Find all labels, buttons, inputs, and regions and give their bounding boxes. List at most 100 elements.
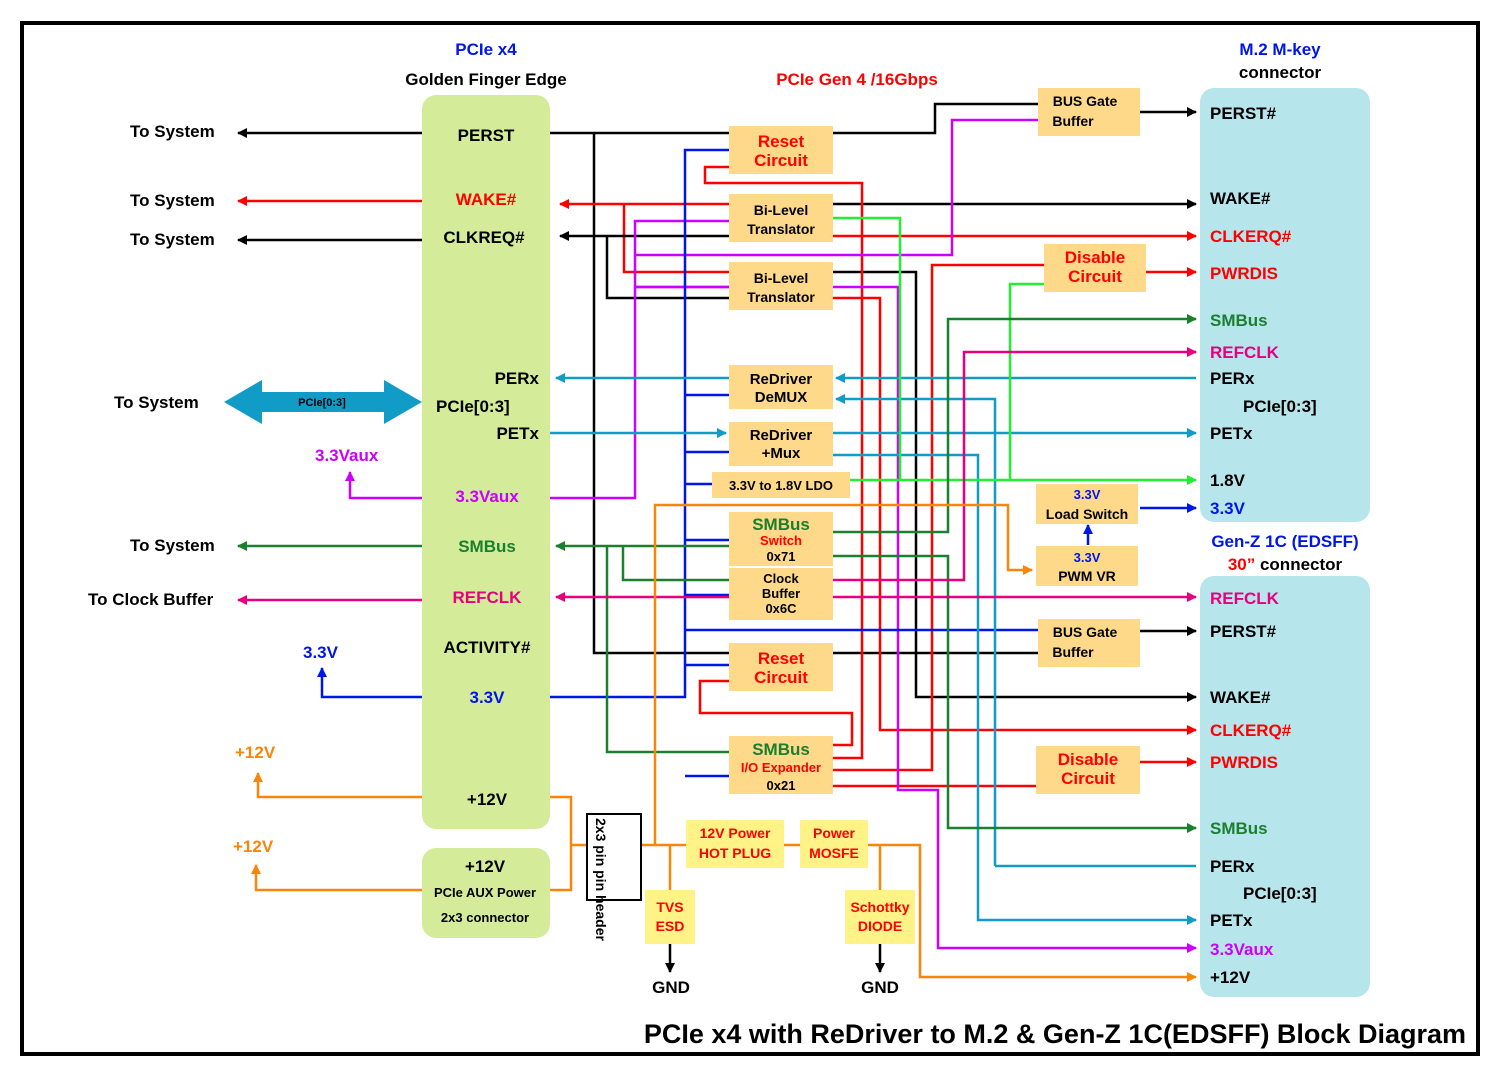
m2-header-1: M.2 M-key (1239, 40, 1321, 59)
genz-header-2: 30” connector (1228, 555, 1343, 574)
bilevel1-l1: Bi-Level (754, 202, 808, 218)
boxes (645, 88, 1146, 944)
pin-header-label: 2x3 pin pin header (593, 818, 609, 941)
pwmvr-l2: PWM VR (1058, 568, 1116, 584)
genz-refclk: REFCLK (1210, 589, 1280, 608)
disable2-l1: Disable (1058, 750, 1118, 769)
left-to-clock-buffer: To Clock Buffer (88, 590, 214, 609)
redriver-mux (729, 422, 833, 466)
clock-buffer (729, 568, 833, 620)
genz-header-30: 30” (1228, 555, 1255, 574)
m2-pcie: PCIe[0:3] (1243, 397, 1317, 416)
schottky-l2: DIODE (858, 918, 902, 934)
power-mosfe (800, 820, 868, 868)
tvs-l2: ESD (656, 918, 685, 934)
edge-petx: PETx (496, 424, 539, 443)
disable-circuit-1 (1044, 244, 1146, 292)
demux-l1: ReDriver (750, 371, 813, 388)
pwmvr-l1: 3.3V (1074, 550, 1101, 565)
mosfe-l2: MOSFE (809, 845, 859, 861)
gnd-1: GND (652, 978, 690, 997)
hotplug-l1: 12V Power (700, 825, 771, 841)
loadsw-l1: 3.3V (1074, 487, 1101, 502)
m2-connector (1200, 88, 1370, 522)
genz-clkreq: CLKERQ# (1210, 721, 1292, 740)
edge-clkreq: CLKREQ# (443, 228, 525, 247)
pin-header (586, 813, 642, 901)
schottky-diode (845, 890, 915, 944)
m2-wake: WAKE# (1210, 189, 1271, 208)
reset-circuit-2 (729, 643, 833, 691)
golden-finger-edge (422, 95, 550, 829)
left-33vaux: 3.3Vaux (315, 446, 379, 465)
edge-perx: PERx (495, 369, 540, 388)
edge-12v: +12V (467, 790, 508, 809)
disable1-l1: Disable (1065, 248, 1125, 267)
edge-perst: PERST (458, 126, 515, 145)
genz-connector (1200, 576, 1370, 997)
edge-header-2: Golden Finger Edge (405, 70, 567, 89)
pwm-vr (1036, 546, 1138, 586)
edge-33vaux: 3.3Vaux (455, 487, 519, 506)
m2-33v: 3.3V (1210, 499, 1246, 518)
genz-33vaux: 3.3Vaux (1210, 940, 1274, 959)
left-to-system-smbus: To System (130, 536, 215, 555)
m2-pwrdis: PWRDIS (1210, 264, 1278, 283)
genz-header-1: Gen-Z 1C (EDSFF) (1211, 532, 1358, 551)
m2-clkreq: CLKERQ# (1210, 227, 1292, 246)
left-to-system-perst: To System (130, 122, 215, 141)
speed-label: PCIe Gen 4 /16Gbps (776, 70, 938, 89)
smbus-switch-l1: SMBus (752, 515, 810, 534)
wire-12v (550, 795, 573, 892)
busgate2-l1: BUS Gate (1053, 624, 1118, 640)
mux-l1: ReDriver (750, 427, 813, 444)
smbus-switch (729, 512, 833, 566)
schottky-l1: Schottky (850, 899, 909, 915)
diagram-title: PCIe x4 with ReDriver to M.2 & Gen-Z 1C(… (644, 1019, 1466, 1049)
wire-12v-left-a (253, 772, 422, 799)
wire-33v-left (317, 667, 422, 699)
busgate1-l2: Buffer (1052, 113, 1094, 129)
edge-pcie: PCIe[0:3] (436, 397, 510, 416)
bilevel1-l2: Translator (747, 221, 815, 237)
clockbuf-l2: Buffer (762, 586, 800, 601)
aux-power-connector (422, 848, 550, 938)
clockbuf-l1: Clock (763, 571, 799, 586)
bilevel2-l1: Bi-Level (754, 270, 808, 286)
tvs-l1: TVS (656, 899, 683, 915)
bilevel-translator-2 (729, 262, 833, 310)
aux-connector: 2x3 connector (441, 910, 529, 925)
reset1-l2: Circuit (754, 151, 808, 170)
edge-33v: 3.3V (470, 688, 506, 707)
left-to-system-pcie: To System (114, 393, 199, 412)
disable2-l2: Circuit (1061, 769, 1115, 788)
genz-12v: +12V (1210, 968, 1251, 987)
redriver-demux (729, 365, 833, 409)
reset2-l2: Circuit (754, 668, 808, 687)
busgate2-l2: Buffer (1052, 644, 1094, 660)
edge-refclk: REFCLK (453, 588, 523, 607)
wire-12v-left-b (251, 864, 422, 892)
m2-perst: PERST# (1210, 104, 1277, 123)
pcie-double-arrow (224, 380, 422, 424)
genz-petx: PETx (1210, 911, 1253, 930)
m2-smbus: SMBus (1210, 311, 1268, 330)
reset2-l1: Reset (758, 649, 805, 668)
edge-activity: ACTIVITY# (444, 638, 531, 657)
bilevel2-l2: Translator (747, 289, 815, 305)
pcie-arrow-label: PCIe[0:3] (298, 397, 346, 409)
demux-l2: DeMUX (755, 389, 808, 406)
left-33v: 3.3V (303, 643, 339, 662)
gnd-2: GND (861, 978, 899, 997)
mux-l2: +Mux (762, 445, 801, 462)
ldo (712, 472, 850, 498)
genz-perst: PERST# (1210, 622, 1277, 641)
edge-wake: WAKE# (456, 190, 517, 209)
smbus-switch-l3: 0x71 (767, 549, 796, 564)
genz-pcie: PCIe[0:3] (1243, 884, 1317, 903)
edge-header-1: PCIe x4 (455, 40, 517, 59)
labels: PCIe x4 Golden Finger Edge PCIe Gen 4 /1… (88, 40, 1466, 1049)
genz-header-conn: connector (1255, 555, 1342, 574)
bilevel-translator-1 (729, 194, 833, 242)
